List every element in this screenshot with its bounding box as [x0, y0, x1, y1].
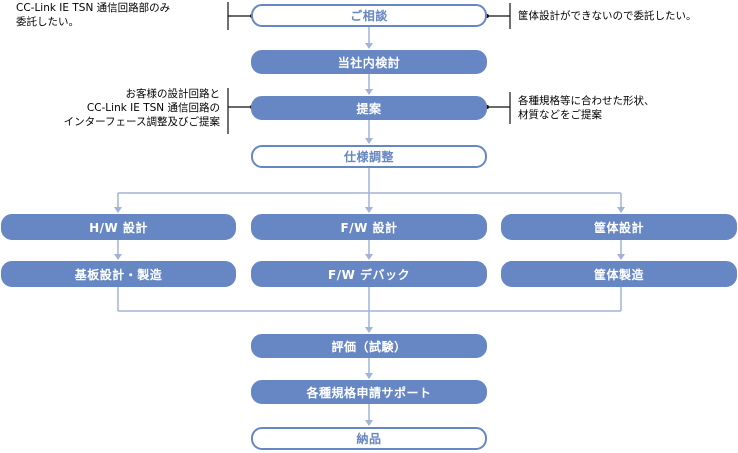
step-case-manufacturing-label: 筐体製造	[593, 267, 644, 282]
note-line: 委託したい。	[16, 16, 79, 28]
note-line: 各種規格等に合わせた形状、	[518, 95, 655, 107]
step-fw-design-label: F/W 設計	[340, 220, 398, 235]
step-board-design-manufacturing-label: 基板設計・製造	[74, 267, 163, 282]
step-case-design-label: 筐体設計	[593, 220, 644, 235]
step-board-design-manufacturing: 基板設計・製造	[1, 261, 236, 287]
arrowhead-delivery	[365, 420, 373, 426]
step-proposal: 提案	[251, 96, 487, 120]
step-internal-review-label: 当社内検討	[337, 55, 401, 70]
note-line: CC-Link IE TSN 通信回路部のみ	[16, 2, 171, 14]
note-proposal-right: 各種規格等に合わせた形状、 材質などをご提案	[518, 94, 655, 122]
arrowhead-eval	[365, 327, 373, 333]
step-certification-support: 各種規格申請サポート	[251, 380, 487, 404]
arrowhead-mfg	[617, 254, 625, 260]
step-proposal-label: 提案	[356, 101, 382, 116]
step-fw-debug: F/W デバック	[251, 261, 487, 287]
step-hw-design-label: H/W 設計	[89, 220, 148, 235]
note-consult-right: 筐体設計ができないので委託したい。	[518, 9, 697, 23]
step-consultation: ご相談	[251, 4, 487, 27]
arrowhead-review	[365, 43, 373, 49]
arrowhead-spec	[365, 138, 373, 144]
step-fw-debug-label: F/W デバック	[328, 267, 410, 282]
step-spec-adjustment: 仕様調整	[251, 145, 487, 168]
step-delivery: 納品	[251, 427, 487, 450]
step-spec-adjustment-label: 仕様調整	[343, 150, 394, 164]
arrowhead-cert	[365, 373, 373, 379]
step-certification-support-label: 各種規格申請サポート	[306, 385, 432, 400]
arrowhead-fw	[365, 207, 373, 213]
step-case-manufacturing: 筐体製造	[501, 261, 737, 287]
note-proposal-left: お客様の設計回路と CC-Link IE TSN 通信回路の インターフェース調…	[64, 87, 220, 129]
step-case-design: 筐体設計	[501, 214, 737, 240]
arrowhead-proposal	[365, 89, 373, 95]
step-evaluation-label: 評価（試験）	[331, 339, 407, 354]
step-fw-design: F/W 設計	[251, 214, 487, 240]
note-line: CC-Link IE TSN 通信回路の	[86, 102, 220, 114]
note-line: 筐体設計ができないので委託したい。	[518, 10, 697, 22]
step-hw-design: H/W 設計	[1, 214, 236, 240]
note-consult-left: CC-Link IE TSN 通信回路部のみ 委託したい。	[16, 1, 170, 29]
step-delivery-label: 納品	[356, 432, 382, 446]
arrowhead-debug	[365, 254, 373, 260]
note-line: 材質などをご提案	[518, 109, 602, 121]
arrowhead-hw	[114, 207, 122, 213]
note-line: インターフェース調整及びご提案	[63, 116, 220, 128]
step-evaluation: 評価（試験）	[251, 334, 487, 358]
step-internal-review: 当社内検討	[251, 50, 487, 74]
arrowhead-board	[114, 254, 122, 260]
note-line: お客様の設計回路と	[125, 88, 221, 100]
arrowhead-case	[617, 207, 625, 213]
step-consultation-label: ご相談	[350, 9, 388, 23]
